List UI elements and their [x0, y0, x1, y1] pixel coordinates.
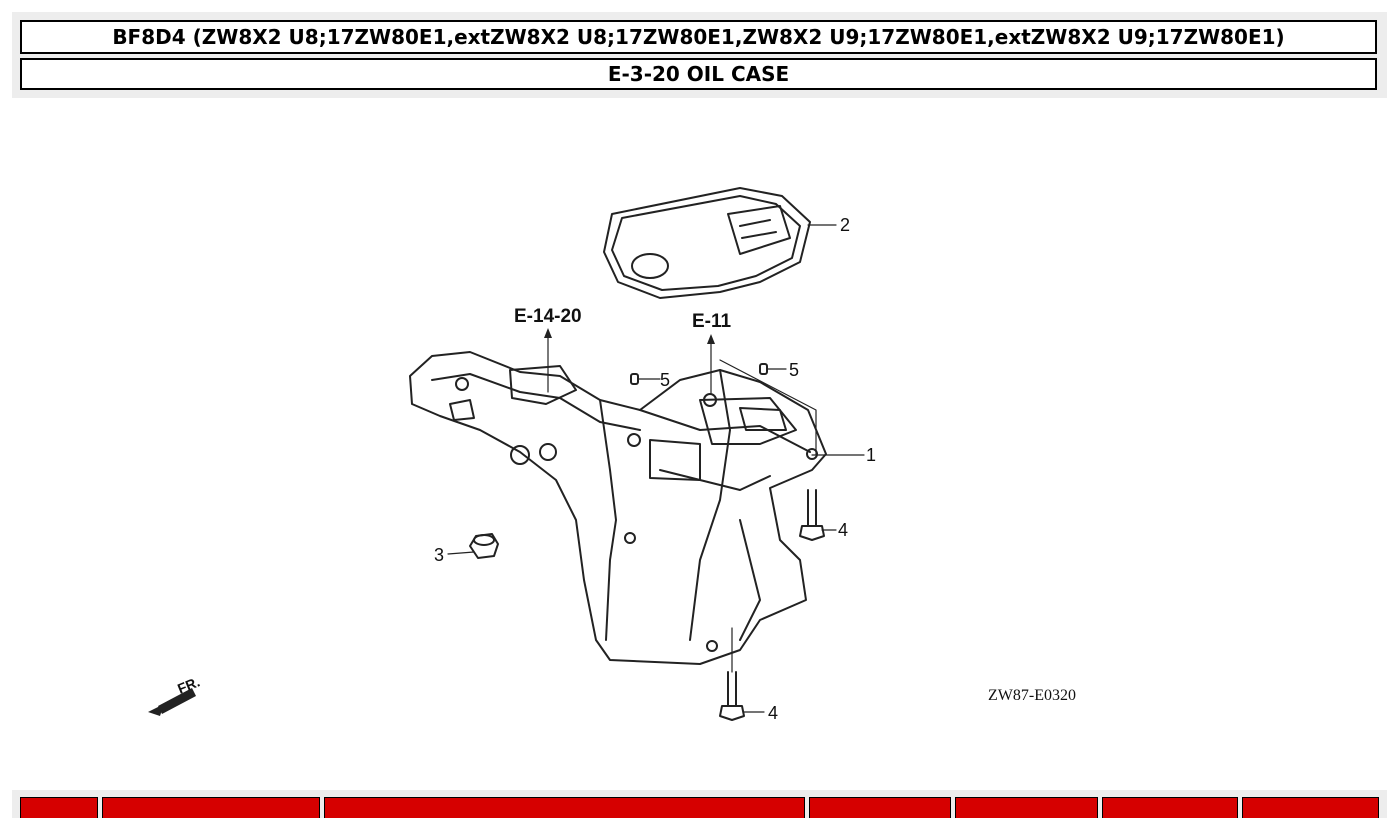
column-header[interactable] — [955, 797, 1098, 818]
ref-e11-label[interactable]: E-11 — [692, 311, 732, 332]
model-title: BF8D4 (ZW8X2 U8;17ZW80E1,extZW8X2 U8;17Z… — [20, 20, 1377, 54]
diagram-code: ZW87-E0320 — [988, 687, 1076, 704]
column-header[interactable] — [102, 797, 320, 818]
drain-plug-part — [469, 533, 499, 559]
ref-e14-label[interactable]: E-14-20 — [514, 306, 582, 327]
bolt-part-lower — [719, 671, 745, 721]
column-header[interactable] — [1242, 797, 1379, 818]
callout-1: 1 — [866, 445, 876, 465]
bolt-part-upper — [799, 489, 825, 541]
gasket-part — [603, 187, 811, 299]
column-header[interactable] — [1102, 797, 1238, 818]
parts-table-header — [12, 790, 1387, 818]
callout-2: 2 — [840, 215, 850, 235]
parts-diagram: E-14-20 E-11 1 2 3 4 4 5 5 FR. ZW87-E032… — [0, 100, 1399, 790]
column-header[interactable] — [20, 797, 98, 818]
arrow-up-icon — [707, 334, 715, 344]
callout-5-left: 5 — [660, 370, 670, 390]
leader-lines — [447, 224, 865, 713]
front-direction-icon — [148, 688, 196, 716]
callout-4-lower: 4 — [768, 703, 778, 723]
callout-5-right: 5 — [789, 360, 799, 380]
front-label: FR. — [175, 673, 202, 696]
column-header[interactable] — [809, 797, 951, 818]
callout-4-upper: 4 — [838, 520, 848, 540]
callout-3: 3 — [434, 545, 444, 565]
arrow-up-icon — [544, 328, 552, 338]
section-title: E-3-20 OIL CASE — [20, 58, 1377, 90]
oil-case-part — [409, 351, 827, 665]
header-panel: BF8D4 (ZW8X2 U8;17ZW80E1,extZW8X2 U8;17Z… — [12, 12, 1387, 98]
column-header[interactable] — [324, 797, 805, 818]
